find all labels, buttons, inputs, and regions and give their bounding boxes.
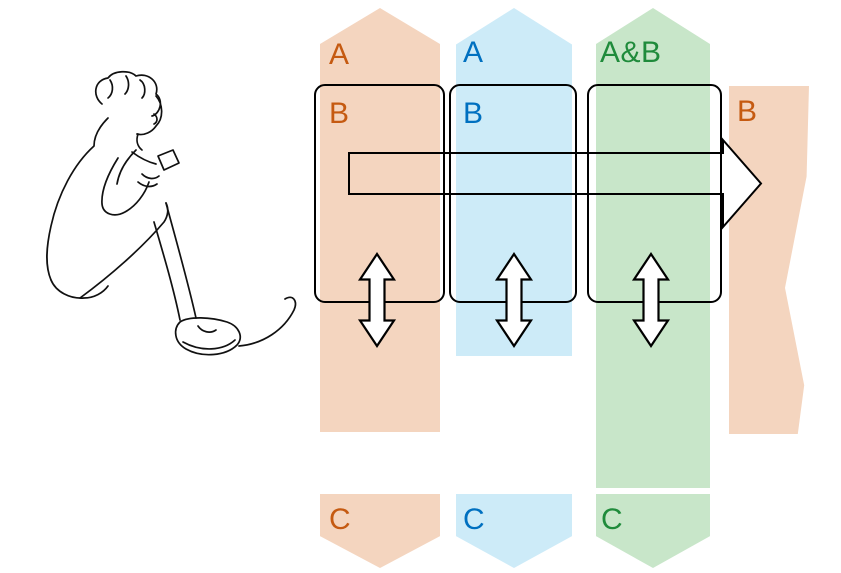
label-b-orange-box: B (329, 97, 350, 130)
label-b-output: B (737, 95, 758, 128)
person-hand-line (137, 181, 158, 188)
label-a-orange: A (329, 38, 350, 71)
person-back-line (46, 117, 109, 281)
double-arrow-icon (631, 252, 671, 348)
person-neck-line (136, 133, 143, 151)
person-trailing-line (238, 296, 297, 347)
person-shin-line (153, 221, 181, 321)
person-arm-line (101, 157, 150, 216)
person-shoe-lace-line (197, 325, 217, 333)
person-face-detail (153, 113, 158, 125)
person-thigh-line (79, 202, 169, 299)
person-shoe-sole-line (182, 339, 236, 350)
person-phone-icon (157, 149, 180, 171)
label-c-blue: C (463, 503, 486, 536)
person-hair-stroke (139, 79, 146, 99)
output-band-orange (729, 86, 809, 434)
seated-person-icon (46, 70, 297, 356)
person-hair-stroke (124, 75, 130, 95)
flow-band-green (596, 8, 710, 488)
label-ab-green: A&B (600, 36, 662, 69)
person-face-line (136, 95, 163, 136)
double-arrow-icon (494, 252, 534, 348)
person-arm-line (131, 151, 157, 165)
person-seat-line (50, 279, 109, 299)
label-a-blue: A (463, 36, 484, 69)
person-chest-line (116, 149, 137, 185)
person-hand-line (141, 173, 160, 180)
label-c-orange: C (329, 503, 352, 536)
label-c-green: C (601, 503, 624, 536)
double-arrow-icon (357, 252, 397, 348)
person-shoe-line (174, 317, 241, 356)
person-shin-line (165, 202, 197, 319)
person-hair-stroke (107, 79, 114, 99)
label-b-blue-box: B (463, 97, 484, 130)
